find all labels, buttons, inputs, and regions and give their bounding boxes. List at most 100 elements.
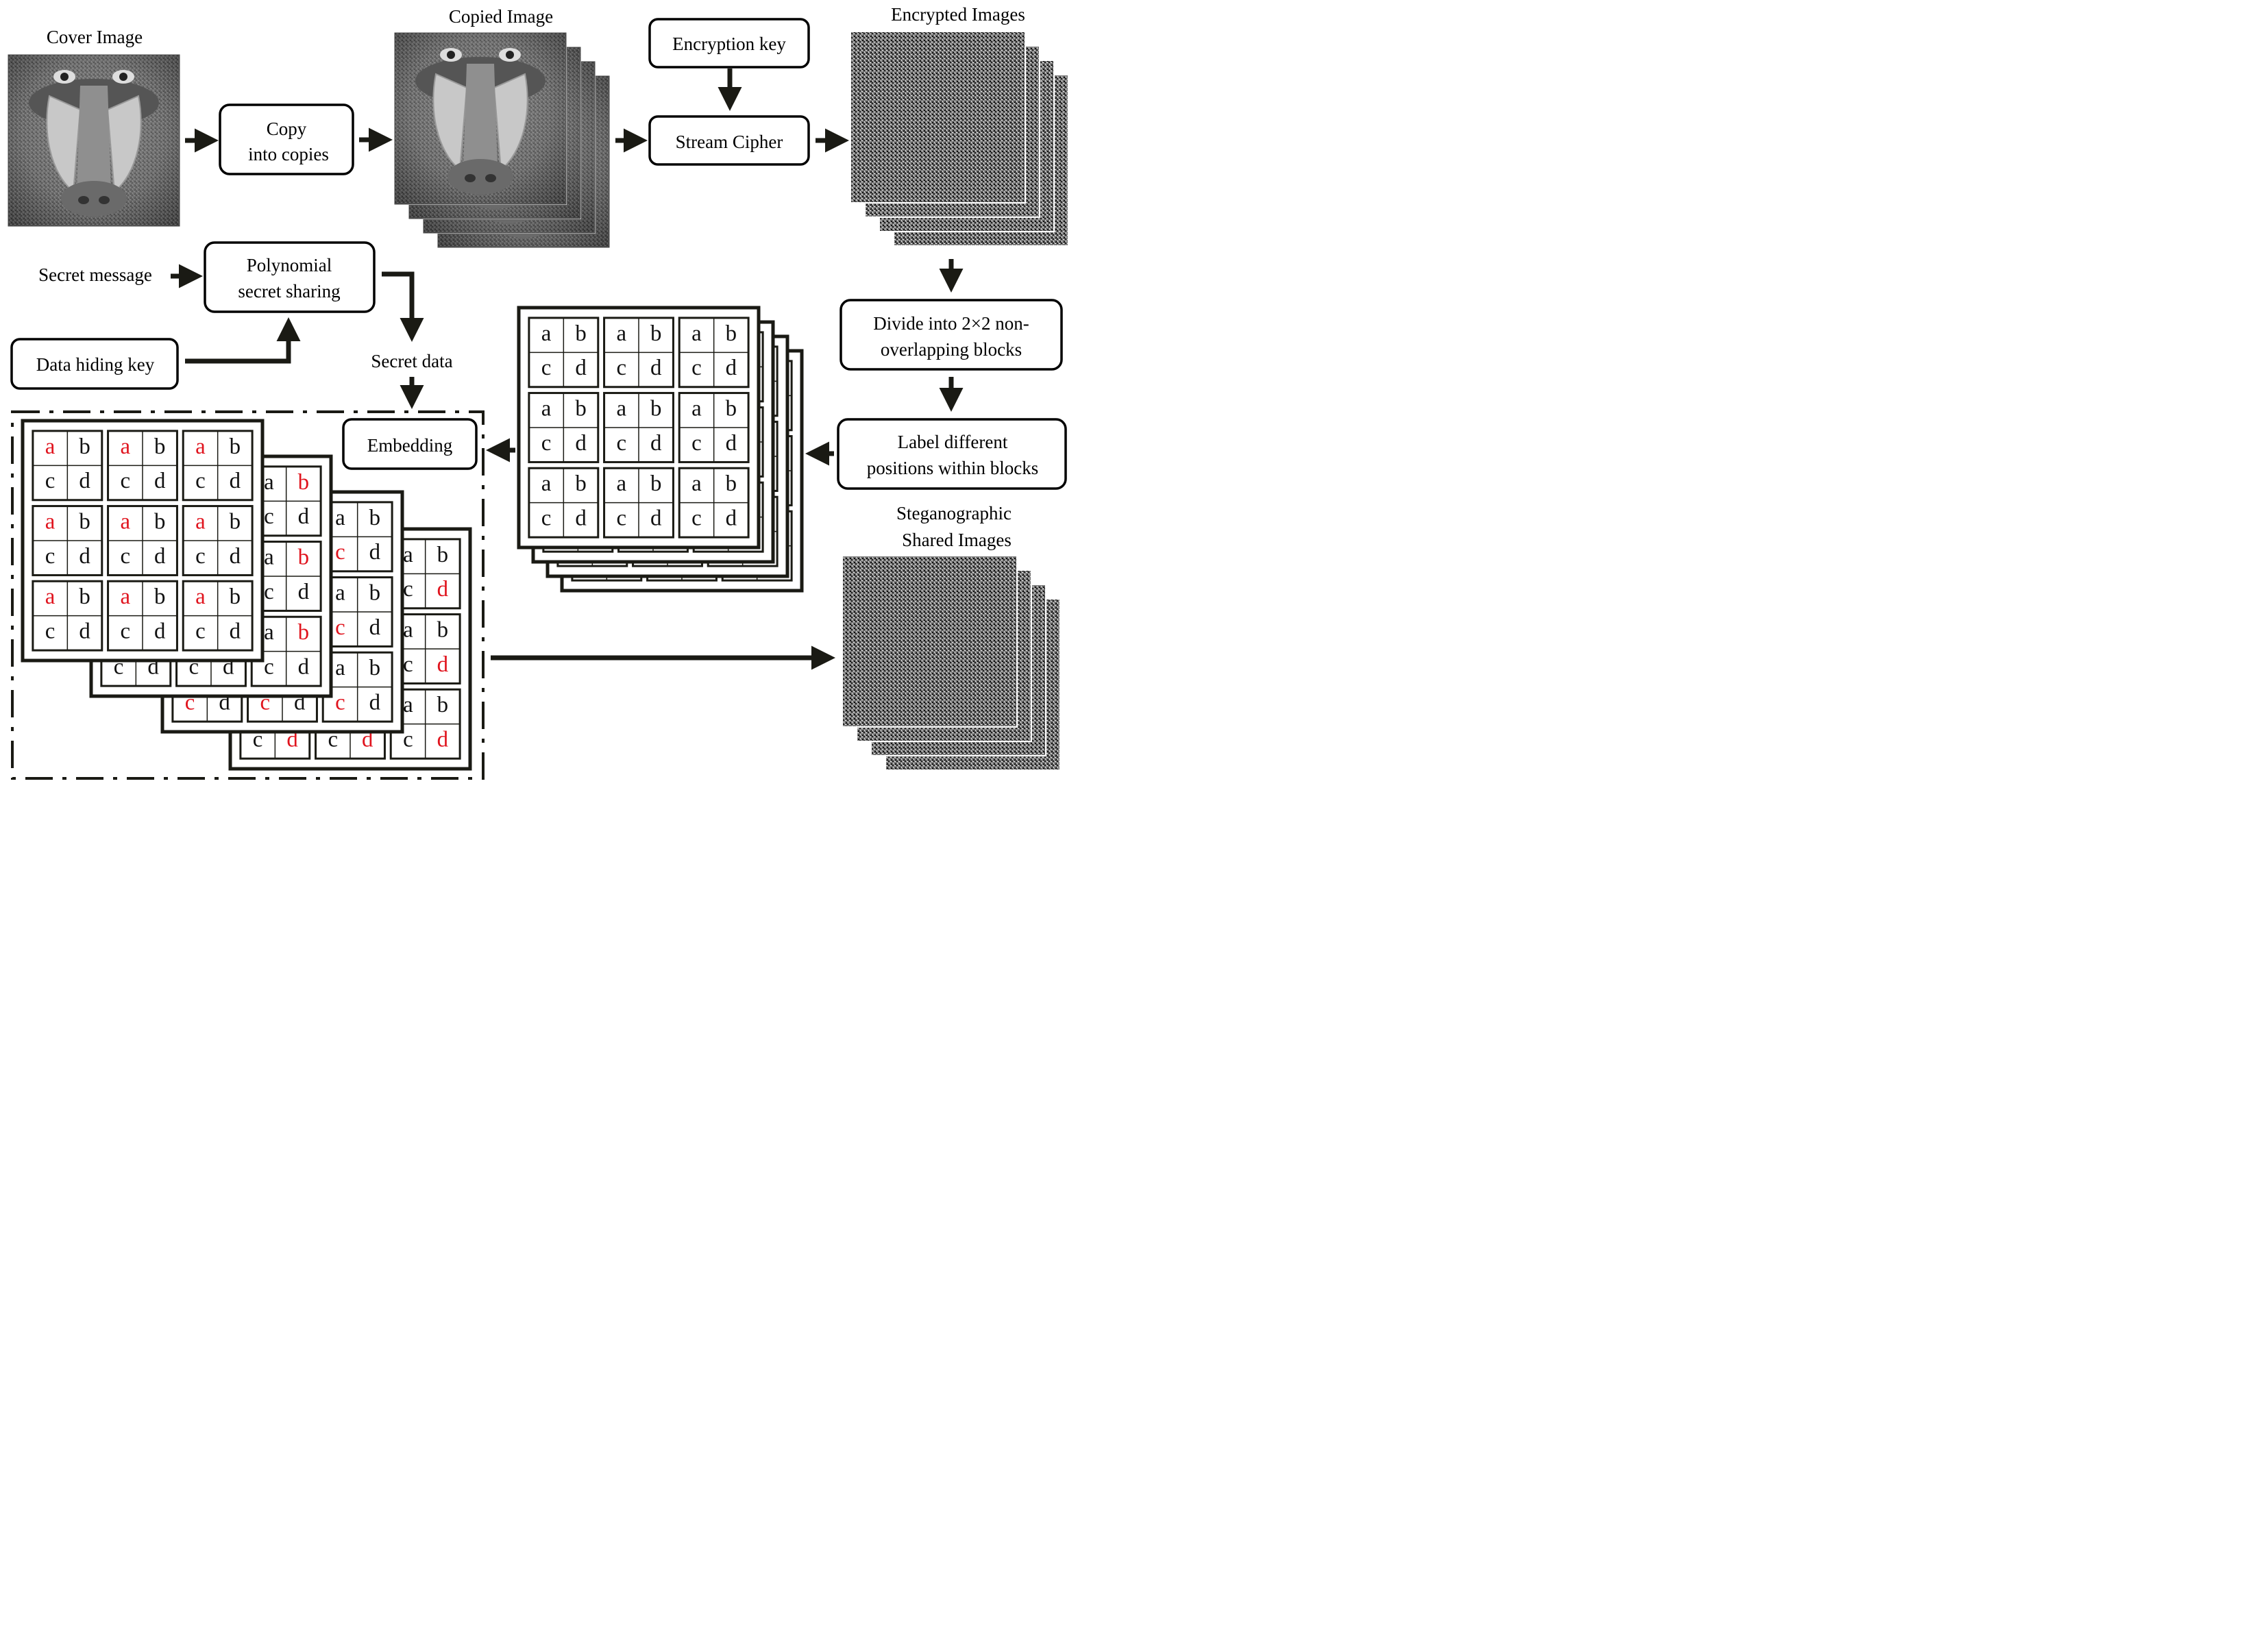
label-positions-box: Label different positions within blocks: [837, 418, 1067, 490]
baboon-nostril: [99, 196, 110, 204]
cover-image-baboon: [8, 54, 180, 227]
polynomial-box-line2: secret sharing: [238, 281, 340, 301]
block-cell-letter: d: [369, 540, 381, 565]
block-cell-letter: b: [230, 434, 241, 459]
block-cell-letter: b: [154, 509, 165, 534]
baboon-left-pupil: [447, 51, 455, 59]
baboon-muzzle: [448, 159, 513, 195]
block-cell-letter: c: [335, 691, 345, 715]
polynomial-box-line1: Polynomial: [247, 255, 332, 275]
steganographic-image-stack: [842, 555, 1061, 771]
block-cell-letter: c: [264, 655, 274, 680]
block-cell-letter: d: [437, 652, 449, 677]
cover-image-label: Cover Image: [47, 27, 143, 47]
block-cell-letter: c: [195, 544, 206, 569]
baboon-muzzle: [61, 181, 127, 217]
block-cell-letter: c: [120, 469, 130, 493]
data-hiding-key-box: Data hiding key: [10, 338, 179, 390]
block-cell-letter: c: [541, 506, 552, 531]
polynomial-box: Polynomial secret sharing: [204, 241, 376, 313]
block-cell-letter: d: [154, 469, 166, 493]
block-cell-letter: b: [230, 584, 241, 609]
flow-diagram: Cover Image Copy into copies Copied Imag…: [8, 4, 1069, 780]
arrow-key-to-polynomial: [185, 317, 301, 364]
embedded-block-stack: abcdabcdabcdabcdabcdabcdabcdabcdabcdabcd…: [21, 419, 472, 771]
block-cell-letter: a: [403, 543, 413, 567]
copy-box-line2: into copies: [248, 144, 329, 164]
block-cell-letter: c: [691, 356, 702, 380]
copied-image-layer: [394, 32, 567, 205]
embedding-text: Embedding: [367, 435, 452, 456]
block-cell-letter: b: [650, 321, 661, 346]
secret-message-label: Secret message: [38, 264, 152, 285]
block-cell-letter: a: [120, 584, 130, 609]
block-cell-letter: a: [403, 617, 413, 642]
block-cell-letter: c: [120, 544, 130, 569]
block-cell-letter: d: [79, 544, 90, 569]
block-cell-letter: a: [541, 321, 552, 346]
block-cell-letter: c: [45, 619, 56, 644]
block-cell-letter: b: [369, 506, 380, 530]
block-cell-letter: c: [691, 431, 702, 456]
block-cell-letter: a: [616, 321, 626, 346]
block-cell-letter: c: [616, 431, 626, 456]
block-cell-letter: b: [575, 471, 586, 496]
block-cell-letter: d: [650, 431, 662, 456]
block-cell-letter: b: [726, 471, 737, 496]
block-cell-letter: d: [298, 504, 310, 529]
copy-box: Copy into copies: [219, 103, 354, 175]
copy-box-line1: Copy: [267, 119, 307, 139]
block-cell-letter: b: [79, 434, 90, 459]
block-cell-letter: d: [230, 619, 241, 644]
baboon-left-pupil: [60, 73, 69, 81]
block-cell-letter: b: [298, 620, 309, 645]
block-cell-letter: d: [726, 431, 737, 456]
block-cell-letter: a: [335, 580, 345, 605]
copied-image-stack: [394, 32, 610, 248]
block-cell-letter: d: [298, 655, 310, 680]
encrypted-image-stack: [850, 31, 1069, 247]
block-cell-letter: c: [403, 652, 413, 677]
baboon-right-pupil: [506, 51, 514, 59]
block-cell-letter: c: [120, 619, 130, 644]
block-cell-letter: a: [541, 471, 552, 496]
secret-data-label: Secret data: [371, 351, 452, 371]
baboon-nostril: [485, 174, 496, 182]
block-cell-letter: d: [230, 544, 241, 569]
block-cell-letter: d: [726, 506, 737, 531]
baboon-face: [394, 32, 567, 205]
block-cell-letter: d: [437, 577, 449, 602]
block-cell-letter: d: [437, 728, 449, 752]
block-cell-letter: c: [616, 506, 626, 531]
stream-cipher-text: Stream Cipher: [676, 132, 783, 152]
divide-box: Divide into 2×2 non- overlapping blocks: [839, 299, 1063, 371]
block-cell-letter: d: [650, 356, 662, 380]
block-cell-letter: b: [298, 545, 309, 569]
steganographic-label: Steganographic: [896, 503, 1012, 523]
block-cell-letter: b: [369, 656, 380, 680]
block-cell-letter: b: [154, 434, 165, 459]
block-cell-letter: b: [230, 509, 241, 534]
block-cell-letter: a: [616, 396, 626, 421]
block-cell-letter: c: [335, 615, 345, 640]
block-cell-letter: c: [403, 577, 413, 602]
block-cell-letter: b: [575, 396, 586, 421]
baboon-border: [8, 54, 180, 227]
block-cell-letter: a: [691, 396, 702, 421]
block-cell-letter: a: [264, 470, 274, 495]
block-cell-letter: b: [154, 584, 165, 609]
